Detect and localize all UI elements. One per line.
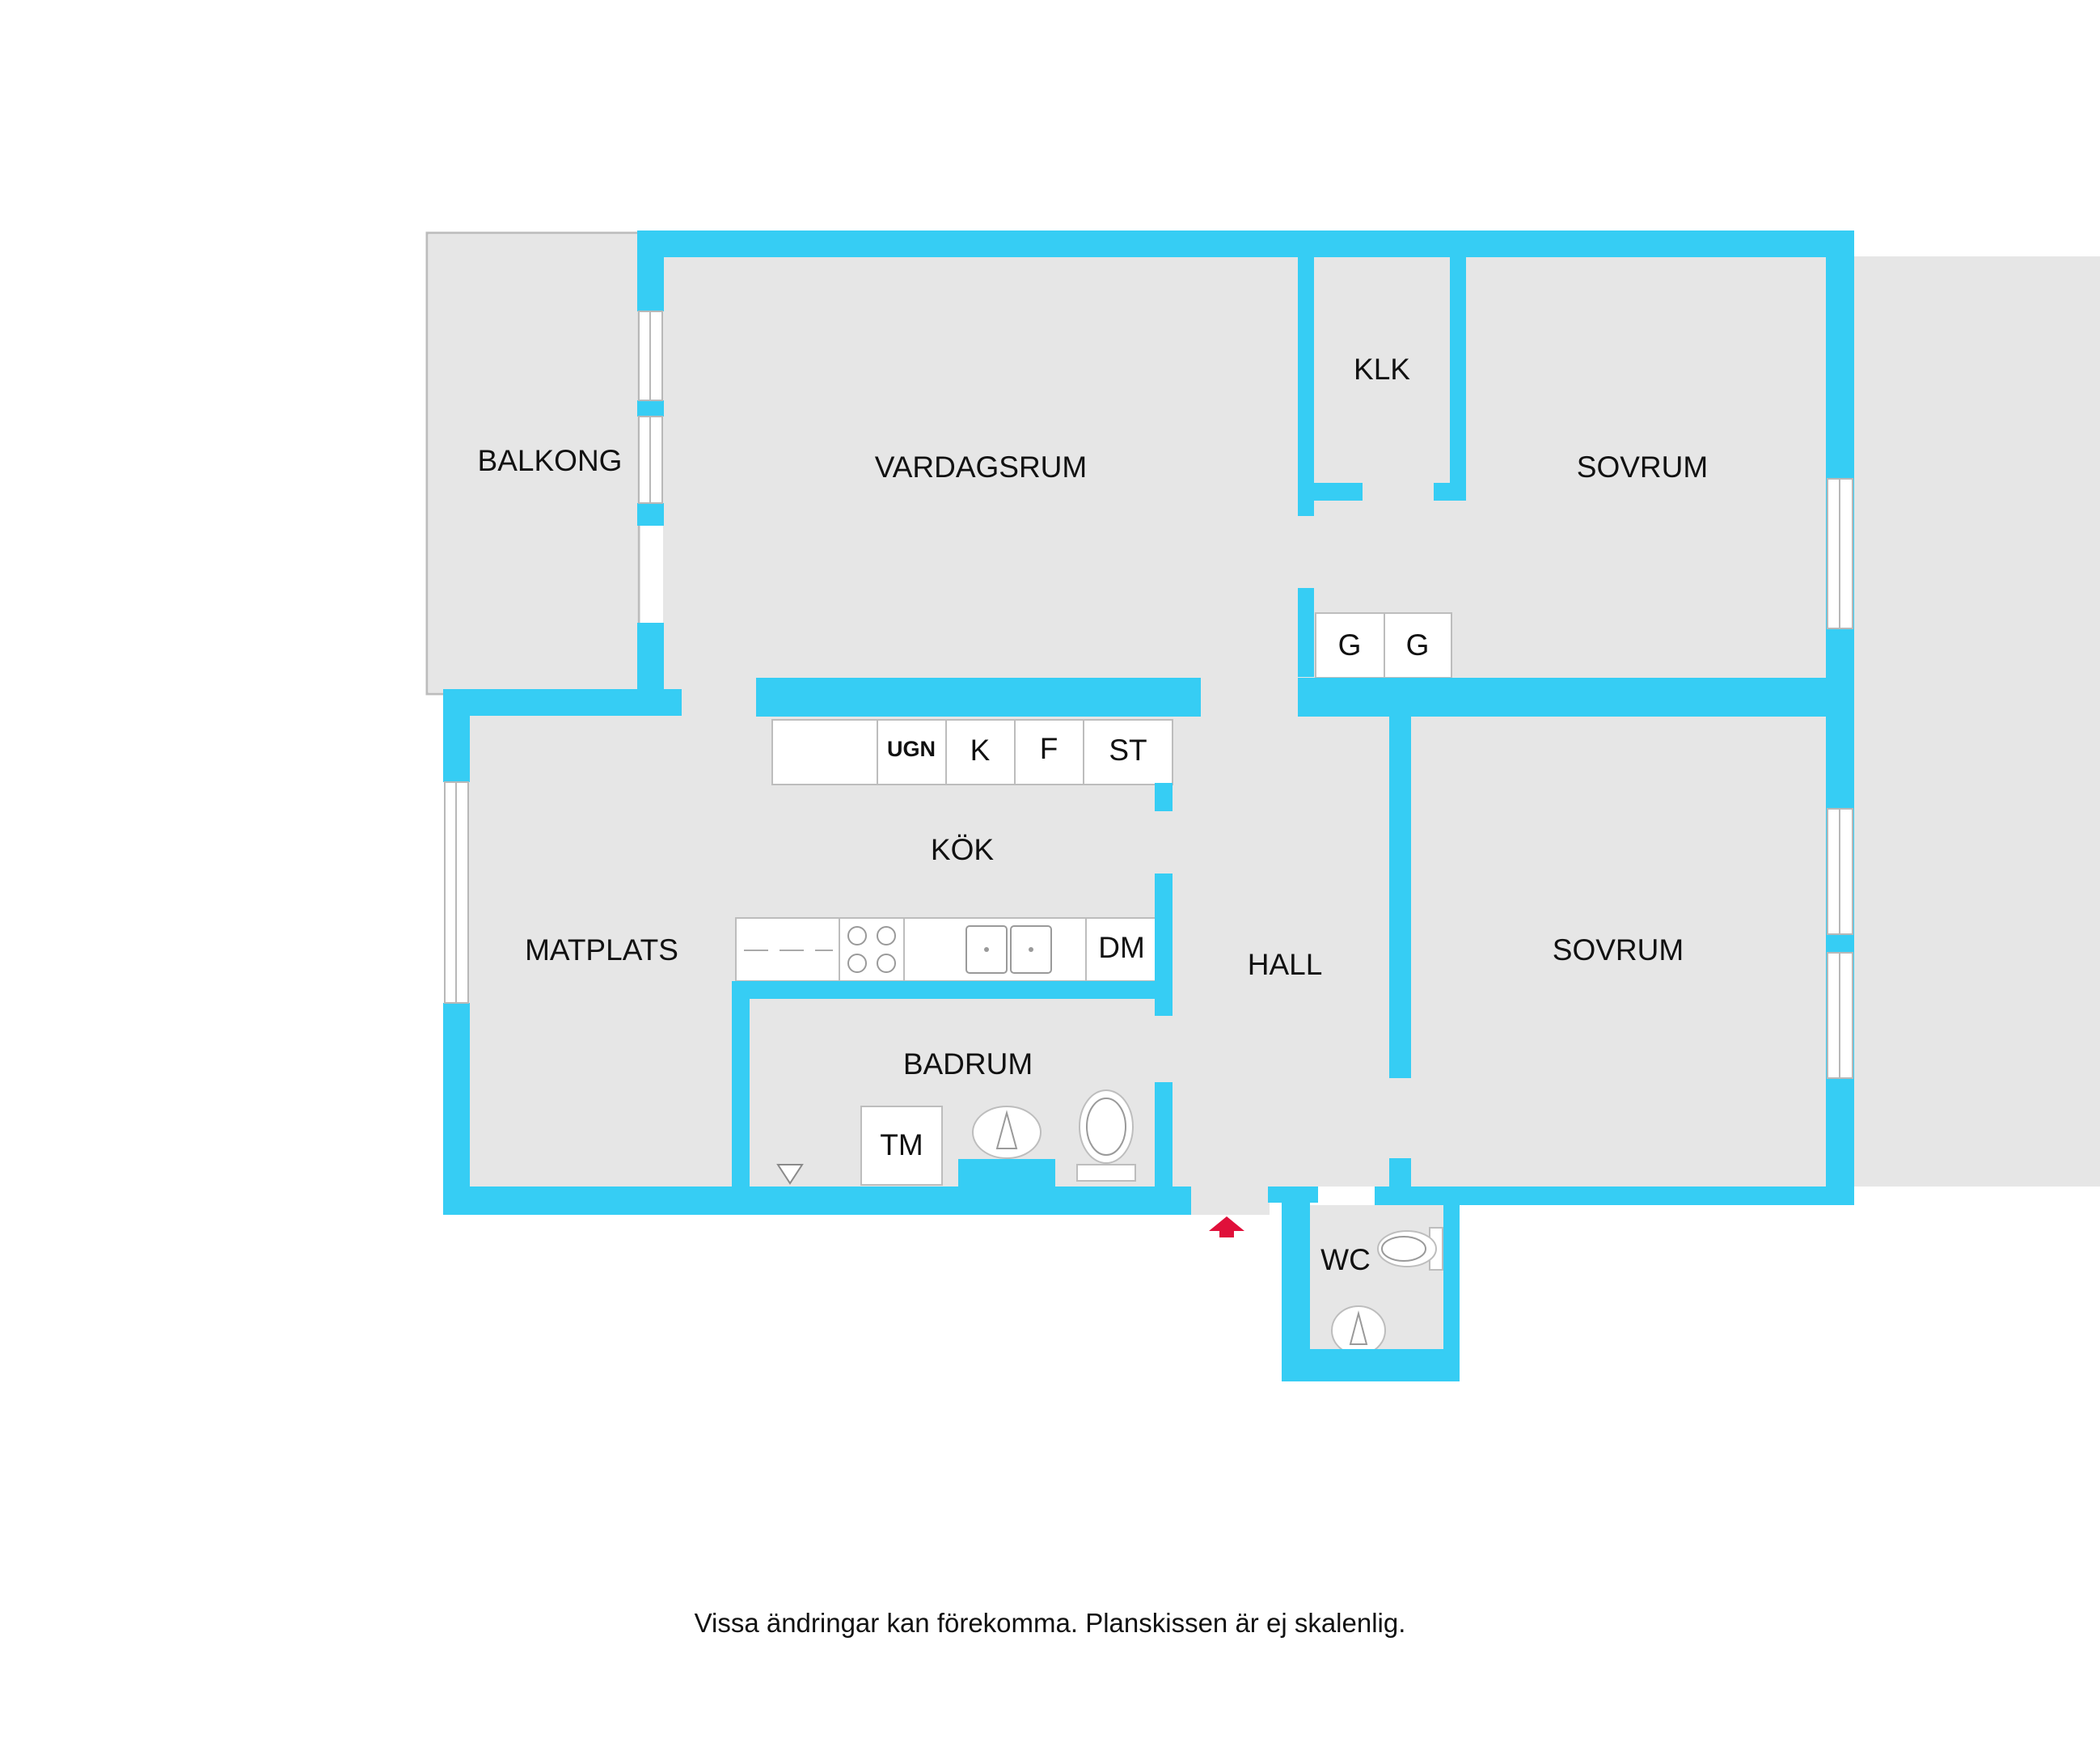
freezer-box	[1014, 719, 1084, 785]
toilet-icon	[1076, 1089, 1136, 1182]
room-label-sovrum-2: SOVRUM	[1553, 933, 1684, 967]
disclaimer-caption: Vissa ändringar kan förekomma. Planskiss…	[694, 1608, 1406, 1638]
wall-dining-left-b	[443, 1003, 470, 1215]
fixture-label-g-1: G	[1338, 628, 1362, 662]
room-label-sovrum-1: SOVRUM	[1577, 450, 1708, 484]
wall-bottom-left	[443, 1187, 1191, 1215]
room-label-klk: KLK	[1354, 353, 1410, 386]
wall-kitchen-top	[756, 678, 1201, 717]
wall-bath-left	[732, 981, 750, 1189]
wall-wc-bottom	[1282, 1349, 1460, 1381]
windows	[444, 311, 1853, 1079]
wall-bath-right	[1155, 1082, 1173, 1187]
fridge-box	[945, 719, 1016, 785]
dishwasher-box	[1085, 917, 1157, 982]
fixture-label-ugn: UGN	[887, 737, 936, 761]
toilet-icon	[1377, 1227, 1443, 1271]
floor-drain-icon	[776, 1164, 804, 1185]
room-label-hall: HALL	[1248, 948, 1323, 981]
fixture-label-f: F	[1040, 732, 1058, 765]
room-label-vardagsrum: VARDAGSRUM	[875, 450, 1087, 484]
walls	[443, 231, 1854, 1381]
room-label-wc: WC	[1320, 1243, 1371, 1276]
wardrobe-box	[1384, 612, 1452, 679]
wall-bedrooms-divider	[1298, 678, 1854, 717]
wall-balcony-left-a	[637, 231, 664, 311]
wall-klk-left-a	[1298, 257, 1314, 516]
stove-burner-icon	[847, 954, 867, 973]
room-label-kok: KÖK	[931, 833, 994, 866]
fixture-label-st: ST	[1109, 734, 1147, 767]
wall-top	[637, 231, 1854, 257]
stove-burner-icon	[877, 954, 896, 973]
wall-klk-bottom-a	[1314, 483, 1363, 501]
stove-burner-icon	[877, 926, 896, 945]
wall-kitchen-right-a	[1155, 783, 1173, 811]
fixtures	[735, 612, 1452, 1356]
balcony-floor	[429, 235, 637, 692]
sink-drain-icon	[984, 947, 989, 952]
washbasin-icon	[958, 1106, 1055, 1187]
fixture-label-g-2: G	[1406, 628, 1430, 662]
wall-balcony-left-c	[637, 503, 664, 526]
room-label-matplats: MATPLATS	[525, 933, 678, 967]
fixture-labels: UGN K F ST DM TM G G	[880, 628, 1429, 1161]
sink-icon	[965, 925, 1008, 974]
stove-burner-icon	[847, 926, 867, 945]
room-label-balkong: BALKONG	[478, 444, 623, 477]
wall-hall-right-b	[1389, 1158, 1411, 1189]
wall-bottom-right	[1375, 1187, 1854, 1205]
cabinet-box	[1083, 719, 1173, 785]
oven-box	[877, 719, 947, 785]
wall-dining-top	[443, 689, 682, 716]
room-labels: BALKONG VARDAGSRUM KLK SOVRUM SOVRUM KÖK…	[478, 353, 1709, 1276]
entrance-floor	[1189, 1187, 1270, 1215]
sink-icon	[1010, 925, 1052, 974]
entrance-arrow-icon	[1209, 1216, 1244, 1237]
fixture-label-k: K	[970, 734, 991, 767]
fixture-label-tm: TM	[880, 1128, 923, 1161]
washing-machine-box	[860, 1106, 943, 1186]
wall-wc-right	[1443, 1187, 1460, 1381]
fixture-label-dm: DM	[1098, 931, 1145, 964]
dining-floor	[469, 716, 679, 1187]
kitchen-counter-segment	[771, 719, 878, 785]
sink-drain-icon	[1029, 947, 1033, 952]
wall-hall-right-a	[1389, 717, 1411, 1078]
wall-kitchen-right-b	[1155, 874, 1173, 1016]
wall-balcony-left-b	[637, 400, 664, 417]
washbasin-icon	[1331, 1305, 1386, 1356]
wall-klk-left-b	[1298, 588, 1314, 677]
wall-dining-left-a	[443, 689, 470, 782]
wall-klk-right	[1450, 257, 1466, 500]
room-label-badrum: BADRUM	[903, 1047, 1033, 1081]
sink-counter	[903, 917, 1087, 982]
wall-bath-top	[732, 981, 1173, 999]
stove-icon	[839, 917, 905, 982]
wall-wc-left	[1282, 1187, 1310, 1381]
